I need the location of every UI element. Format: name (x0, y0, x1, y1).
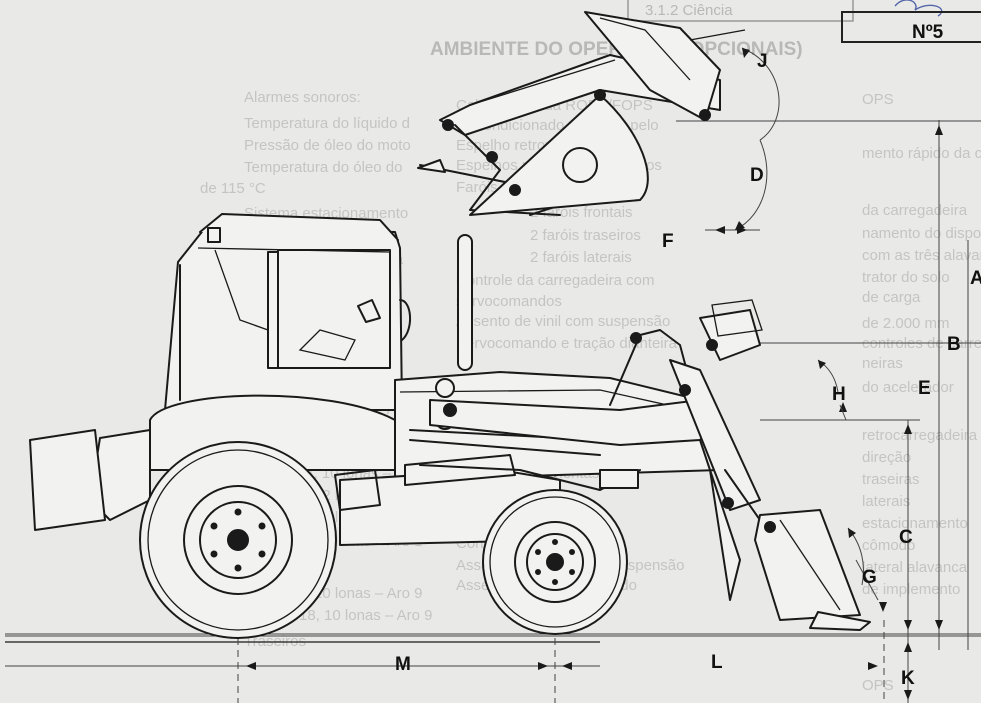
bg-right-line: da carregadeira (862, 202, 968, 219)
rear-wheel (139, 441, 337, 639)
stamp-text: Nº5 (912, 22, 944, 43)
dim-label-k: K (901, 668, 915, 689)
dim-g-line (855, 559, 879, 601)
bg-middle-line: Controle da carregadeira com (456, 272, 654, 289)
bg-right-line: namento do dispositivo (862, 225, 981, 242)
signature-scribble-icon (894, 0, 943, 17)
bg-middle-line: 2 faróis laterais (530, 249, 632, 266)
bg-right-line: estacionamento (862, 515, 968, 532)
dim-label-e: E (918, 378, 931, 399)
step-plate (334, 469, 381, 511)
dim-label-m: M (395, 654, 411, 675)
bucket-cutting-edge (809, 611, 871, 631)
bg-middle-line: 2 faróis traseiros (530, 227, 641, 244)
dim-label-g: G (862, 567, 877, 588)
bg-middle-line: Servocomando e tração dianteira (456, 335, 678, 352)
arc-g-arrow (848, 528, 856, 538)
dim-label-f: F (662, 231, 674, 252)
beacon-light (207, 227, 221, 243)
front-wheel-nuts (535, 539, 575, 585)
exhaust-stack (457, 234, 473, 371)
bg-right-line: traseiras (862, 471, 920, 488)
bg-right-line: lateral alavanca (862, 559, 968, 576)
bg-left-line: de 115 °C (200, 180, 266, 197)
dimension-label-layer: J D F B E H C G M L K A (395, 51, 981, 689)
dim-label-c: C (899, 527, 913, 548)
cab-handle (399, 299, 411, 341)
arc-j-arrow (742, 48, 750, 58)
arc-j (741, 47, 780, 141)
bg-left-line: Temperatura do líquido d (244, 115, 410, 132)
rear-ballast (29, 429, 106, 531)
rear-wheel-nuts (210, 508, 266, 572)
steering-wheel-icon (298, 329, 356, 361)
bg-right-line: com as três alavancas (862, 247, 981, 264)
bg-right-line: OPS (862, 677, 894, 694)
cylinder-head (599, 469, 639, 489)
bg-right-line: de implemento (862, 581, 960, 598)
bg-left-line: Pressão de óleo do moto (244, 137, 411, 154)
bg-right-line: mento rápido da caçam (862, 145, 981, 162)
bg-right-line: OPS (862, 91, 894, 108)
bg-right-line: do acelerador (862, 379, 954, 396)
mirror-icon (357, 299, 381, 323)
raised-loader-arm (417, 11, 746, 216)
arc-d (734, 139, 768, 231)
front-wheel (482, 489, 628, 635)
bg-right-line: direção (862, 449, 911, 466)
bg-right-line: de carga (862, 289, 921, 306)
dim-label-h: H (832, 384, 846, 405)
raised-bucket (584, 11, 721, 121)
cab (164, 213, 411, 411)
stamp-box (841, 11, 981, 43)
lift-arm-lower (699, 439, 741, 601)
dim-label-j: J (757, 51, 768, 72)
bg-right-line: laterais (862, 493, 910, 510)
bg-right-line: neiras (862, 355, 903, 372)
dim-label-d: D (750, 165, 764, 186)
bg-left-line: Alarmes sonoros: (244, 89, 361, 106)
dim-h-tick (839, 404, 847, 421)
lowered-loader-arm (419, 299, 871, 631)
dimension-arrowheads (246, 125, 943, 700)
header-top-text: 3.1.2 Ciência (645, 2, 733, 19)
cab-pillar (267, 251, 279, 369)
bg-right-line: retrocarregadeira (862, 427, 978, 444)
tilt-link (669, 359, 761, 511)
bg-right-line: de 2.000 mm (862, 315, 950, 332)
header-box (627, 0, 854, 22)
bg-right-line: cômodo (862, 537, 915, 554)
bg-left-line: Temperatura do óleo do (244, 159, 402, 176)
bg-middle-line: Assento de vinil com suspensão (456, 313, 670, 330)
dim-label-l: L (711, 652, 723, 673)
bg-right-line: trator do solo (862, 269, 950, 286)
dim-label-a: A (970, 268, 981, 289)
dim-label-b: B (947, 334, 961, 355)
hydraulic-tank (404, 454, 516, 486)
arc-d-arrow (735, 221, 745, 230)
arc-h-arrow (818, 360, 826, 369)
bg-middle-line: servocomandos (456, 293, 562, 310)
